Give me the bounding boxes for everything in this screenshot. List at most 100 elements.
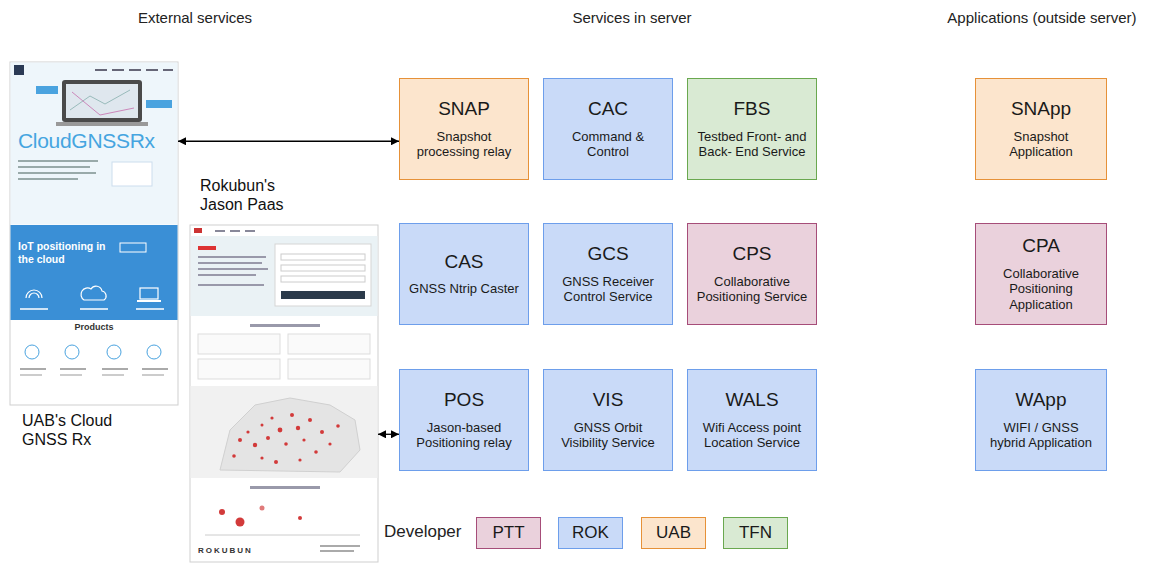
text-line [102, 368, 128, 370]
station-dot [253, 443, 257, 447]
text-line [80, 308, 108, 310]
legend-swatch: ROK [558, 517, 623, 549]
section-title [250, 324, 320, 327]
box-description: Testbed Front- and Back- End Service [696, 129, 808, 161]
chart-axis [205, 535, 360, 536]
column-heading: Applications (outside server) [947, 9, 1136, 26]
service-box: CAC Command & Control [543, 78, 673, 180]
form-button [281, 291, 365, 299]
feature-card [198, 359, 280, 379]
legend-text: ROK [572, 523, 609, 543]
site-logo-text: CloudGNSSRx [18, 128, 176, 153]
form-input [281, 276, 365, 282]
station-dot [260, 456, 263, 459]
product-icon [25, 345, 39, 359]
text-line [20, 374, 42, 376]
box-description: Collaborative Positioning Application [984, 266, 1098, 314]
service-box: FBS Testbed Front- and Back- End Service [687, 78, 817, 180]
europe-map [191, 386, 378, 478]
station-dot [274, 460, 278, 464]
website-screenshot: CloudGNSSRxIoT positioning in the cloudP… [10, 62, 178, 405]
box-acronym: VIS [593, 389, 624, 412]
form-input [281, 254, 365, 260]
box-description: Wifi Access point Location Service [696, 420, 808, 452]
legend-text: UAB [656, 523, 691, 543]
double-arrow [178, 141, 399, 142]
nav-item [245, 230, 255, 232]
box-acronym: GCS [587, 243, 628, 266]
station-dot [320, 430, 324, 434]
service-box: VISGNSS Orbit Visibility Service [543, 369, 673, 471]
legend-swatch: UAB [641, 517, 706, 549]
text-line [18, 178, 78, 180]
text-line [198, 262, 262, 264]
service-box: CPA Collaborative Positioning Application [975, 223, 1107, 325]
station-dot [328, 442, 331, 445]
box-description: Collaborative Positioning Service [696, 274, 808, 306]
box-description: Snapshot Application [984, 129, 1098, 161]
nav-item [146, 69, 158, 71]
site-logo [194, 228, 202, 233]
hero-ground [11, 63, 178, 225]
footer-logo-text: ROKUBUN [198, 546, 298, 556]
box-acronym: FBS [734, 98, 771, 121]
hero-ground [191, 236, 378, 316]
station-dot [314, 450, 318, 454]
info-tag [146, 100, 172, 108]
station-dot [298, 458, 301, 461]
nav-item [129, 69, 141, 71]
legend-text: PTT [492, 523, 524, 543]
service-box: CPSCollaborative Positioning Service [687, 223, 817, 325]
text-line [18, 172, 96, 174]
text-line [18, 166, 90, 168]
service-box: POSJason-based Positioning relay [399, 369, 529, 471]
text-line [136, 308, 164, 310]
map-thumbnail [112, 162, 152, 186]
box-description: Command & Control [552, 129, 664, 161]
service-label: Rokubun's Jason Paas [200, 176, 300, 214]
feature-card [288, 334, 370, 354]
station-dot [308, 418, 312, 422]
text-line [198, 284, 264, 286]
signup-form [275, 244, 371, 306]
text-line [198, 274, 256, 276]
box-acronym: CAC [588, 98, 628, 121]
station-dot [261, 424, 264, 427]
station-dot [302, 438, 305, 441]
station-dot [238, 438, 242, 442]
legend-swatch: PTT [476, 517, 541, 549]
nav-item [95, 69, 107, 71]
box-acronym: CPA [1022, 235, 1060, 258]
page-frame [10, 62, 178, 405]
chart-dot [236, 518, 245, 527]
nav-item [163, 69, 173, 71]
laptop-screen [62, 80, 142, 122]
text-line [102, 374, 124, 376]
website-screenshot: Rokubun's Jason PaasROKUBUN [190, 225, 378, 562]
chart-dot [260, 506, 265, 511]
product-icon [65, 345, 79, 359]
station-dot [336, 424, 340, 428]
section-heading: Products [10, 322, 178, 333]
box-acronym: POS [444, 389, 484, 412]
station-dot [270, 416, 273, 419]
banner-text: IoT positioning in the cloud [18, 240, 113, 265]
product-icon [147, 345, 161, 359]
box-description: WIFI / GNSS hybrid Application [984, 420, 1098, 452]
laptop-icon [140, 288, 158, 299]
text-line [198, 256, 266, 258]
info-tag [36, 86, 58, 94]
footer-line [320, 545, 360, 547]
page-frame [190, 225, 378, 562]
box-description: GNSS Receiver Control Service [552, 274, 664, 306]
box-description: GNSS Ntrip Caster [409, 281, 519, 297]
map-road [72, 92, 134, 115]
service-box: CASGNSS Ntrip Caster [399, 223, 529, 325]
service-box: WALSWifi Access point Location Service [687, 369, 817, 471]
text-line [60, 368, 86, 370]
station-dot [232, 454, 236, 458]
box-acronym: WApp [1015, 389, 1066, 412]
column-heading: External services [138, 9, 252, 26]
